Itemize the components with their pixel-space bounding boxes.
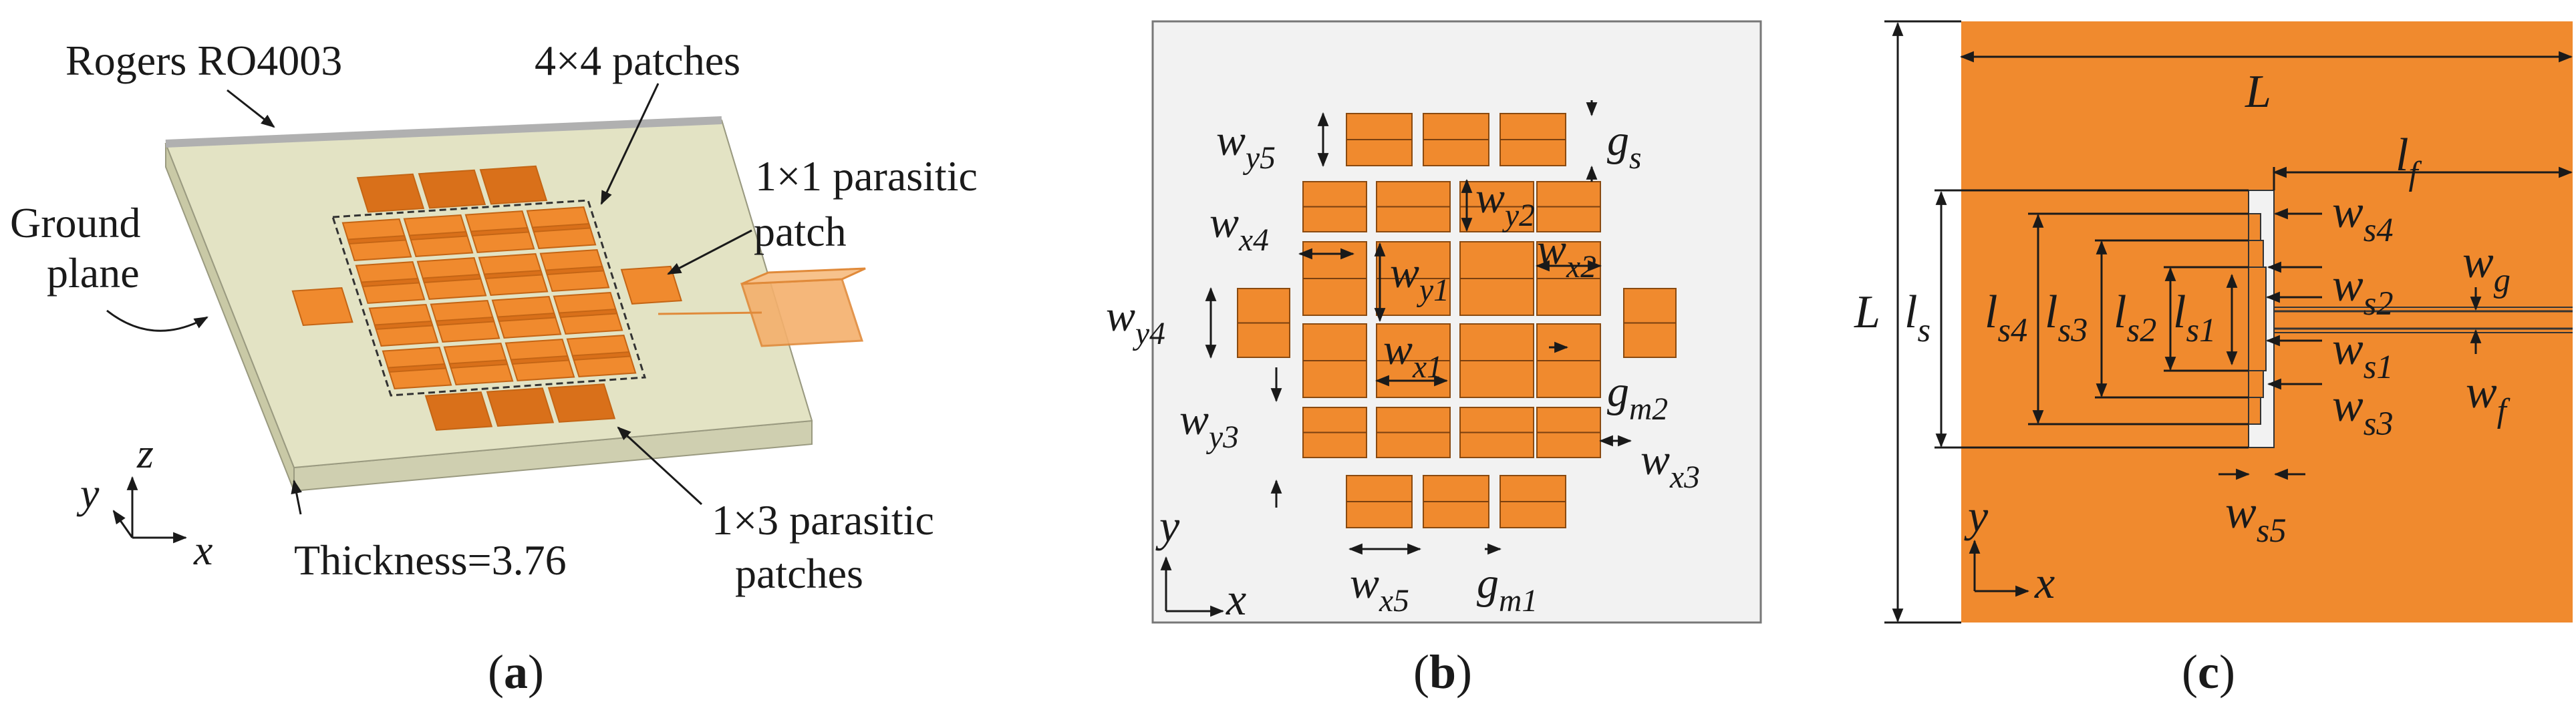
dim-wy1: wy1 [1390,248,1449,308]
patch-slot [408,230,468,241]
caption-a: (a) [488,645,544,699]
patch-slot [531,222,591,233]
label-parasitic1-2: patch [754,208,847,255]
dim-ws3: ws3 [2332,380,2394,442]
patch-slot [387,363,447,373]
patch-array [291,165,682,431]
patch-slot [374,320,434,331]
dim-ws2: ws2 [2332,260,2394,322]
svg-text:(b): (b) [1413,645,1472,699]
dim-ws5: ws5 [2225,487,2287,549]
patch-slot [496,312,557,323]
leader-parasitic1 [667,229,752,275]
slot-steps [2248,213,2267,425]
leader-parasitic3 [617,426,703,506]
patch-slot [360,277,420,288]
label-parasitic3-2: patches [735,550,863,597]
label-array: 4×4 patches [535,37,740,84]
leader-thickness [291,479,302,515]
patch-slot [571,351,631,361]
patch-slot [558,308,618,319]
patch-slot [435,316,495,327]
patch-slot [470,226,530,237]
dim-ls1: ls1 [2173,287,2216,349]
dim-ws1: ws1 [2332,323,2394,385]
panel-b: x y wy5 gs wx4 wy2 wy1 wx2 wy4 wx1 gm2 wy3 wx3 wx5 g… [1106,20,1762,699]
caption-b: (b) [1413,645,1472,699]
dim-ls2: ls2 [2114,287,2156,349]
patch-slot [347,234,407,245]
parasitic-patch-left [291,287,353,327]
label-ground-1: Ground [10,199,141,246]
dim-wx2: wx2 [1537,225,1596,285]
dim-wx5: wx5 [1350,559,1409,618]
dim-labels-b: wy5 gs wx4 wy2 wy1 wx2 wy4 wx1 gm2 wy3 wx3 wx5 gm1 [1106,116,1700,618]
caption-b-letter: b [1429,645,1456,699]
patch-grid [1237,113,1677,528]
feed-line [658,311,762,315]
dim-wy4: wy4 [1106,292,1165,351]
dim-wx4: wx4 [1209,198,1269,258]
axis-a-x-label: x [193,526,212,574]
label-parasitic1-1: 1×1 parasitic [755,152,978,200]
dim-wg: wg [2462,236,2511,299]
label-parasitic3-1: 1×3 parasitic [712,496,934,544]
dims-b [1205,100,1632,555]
array-outline [331,199,647,397]
parasitic-patch-bottom [547,383,616,423]
patch-slot [510,355,570,365]
panel-a: Rogers RO4003 4×4 patches Ground plane 1… [10,37,978,699]
axis-c-x-label: x [2034,557,2055,608]
patch-slot [483,269,543,280]
patch-slot [422,273,482,284]
axis-b-x-label: x [1226,574,1246,625]
axis-a-z-label: z [136,429,154,477]
dim-wx3: wx3 [1640,435,1700,495]
axis-a-y-label: y [76,470,100,517]
parasitic-patch-top [356,173,425,213]
dim-wy2: wy2 [1475,174,1535,233]
ground-plane-edge [165,116,722,148]
parasitic-patch-right [620,265,682,305]
dim-ls3: ls3 [2045,287,2088,349]
caption-c: (c) [2182,645,2235,699]
leader-array [600,83,660,205]
dim-gm1: gm1 [1477,559,1538,618]
axis-c-y-label: y [1964,490,1989,541]
dim-wx1: wx1 [1383,325,1443,385]
dim-gs: gs [1607,116,1642,176]
label-substrate: Rogers RO4003 [65,37,342,84]
dim-wy5: wy5 [1216,116,1276,176]
dim-wy3: wy3 [1179,395,1239,455]
dim-L_top: L [2245,66,2271,118]
axis-b-y-label: y [1155,500,1180,551]
dim-ws4: ws4 [2332,186,2394,248]
axis-a-y-arrow [112,510,134,538]
dim-L_left: L [1854,287,1880,338]
parasitic-patch-bottom [424,391,493,431]
caption-c-letter: c [2198,645,2219,699]
dim-gm2: gm2 [1607,367,1668,427]
leader-ground [106,309,208,332]
dim-ls: ls [1904,287,1930,349]
dim-ls4: ls4 [1985,287,2027,349]
patch-slot [448,359,509,369]
feed-connector-top [741,267,866,285]
label-ground-2: plane [47,249,140,297]
label-thickness: Thickness=3.76 [294,536,567,584]
leader-substrate [227,89,275,128]
parasitic-patch-top [479,165,548,205]
svg-text:(a): (a) [488,645,544,699]
parasitic-patch-top [418,169,486,209]
caption-a-letter: a [504,645,528,699]
patch-slot [545,265,605,276]
parasitic-patch-bottom [486,387,555,427]
dims-c [1884,20,2573,624]
svg-text:(c): (c) [2182,645,2235,699]
